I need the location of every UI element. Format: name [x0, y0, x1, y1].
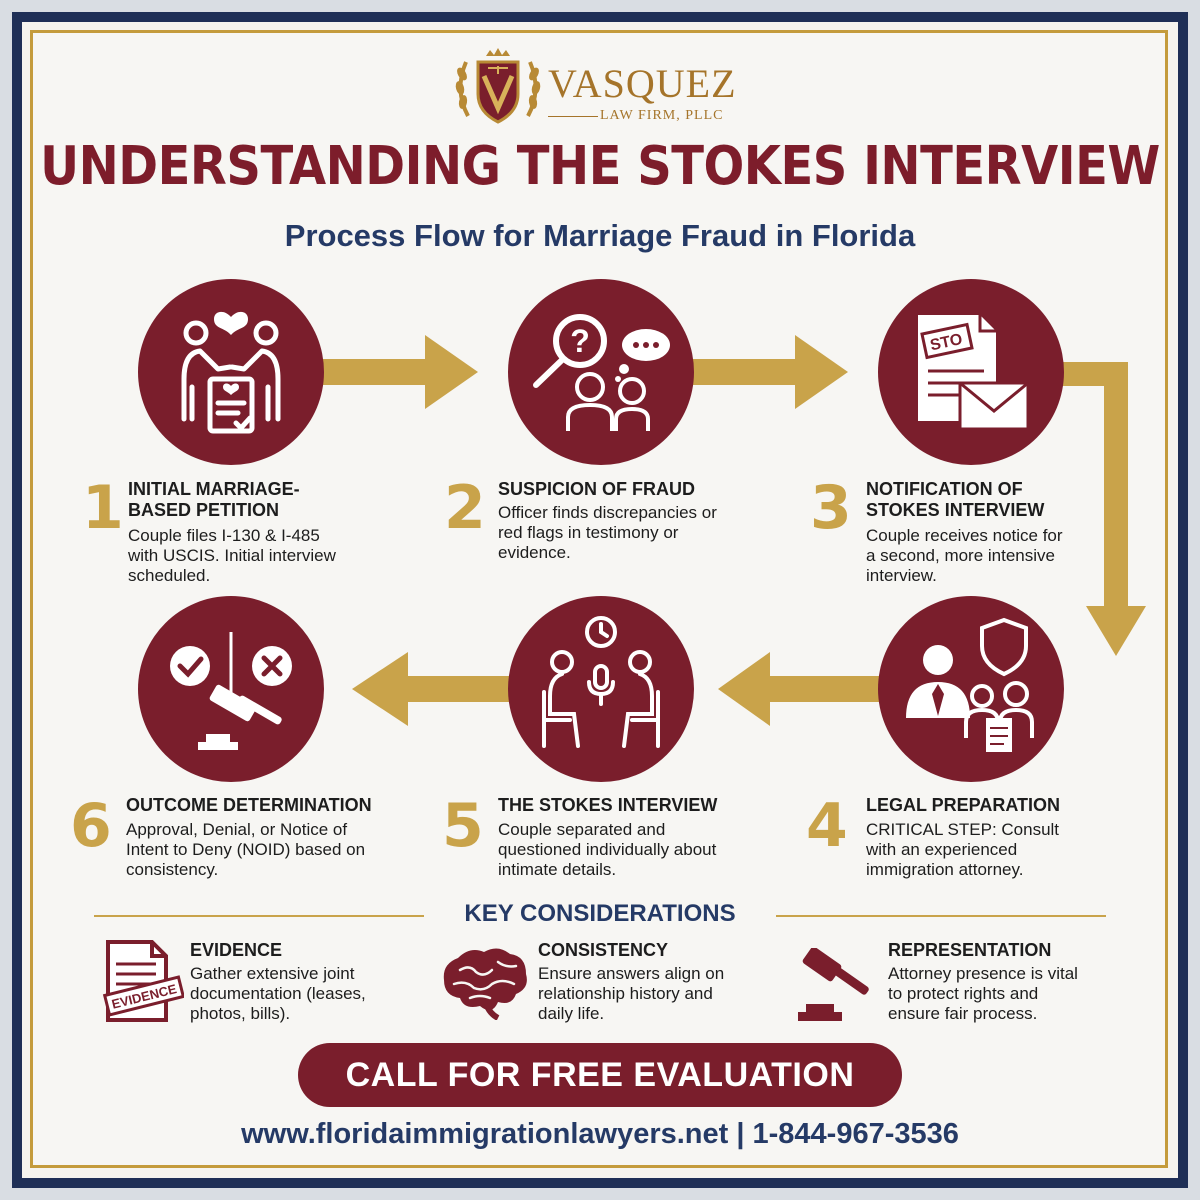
- kc-divider-left: [94, 915, 424, 917]
- kc-evidence-desc-line-1: Gather extensive joint: [190, 964, 355, 983]
- step-1-desc-line-1: Couple files I-130 & I-485: [128, 526, 320, 545]
- step-5-title-line-1: THE STOKES INTERVIEW: [498, 795, 718, 815]
- step-6-desc-line-2: Intent to Deny (NOID) based on: [126, 840, 366, 859]
- step-4-title-line-1: LEGAL PREPARATION: [866, 795, 1061, 815]
- step-6-desc-line-1: Approval, Denial, or Notice of: [126, 820, 348, 839]
- step-6-title-line-1: OUTCOME DETERMINATION: [126, 795, 372, 815]
- step-4-number: 4: [806, 791, 848, 861]
- kc-evidence-title: EVIDENCE: [190, 940, 283, 960]
- law-firm-crest-icon: [455, 48, 541, 124]
- kc-consistency-desc-line-2: relationship history and: [538, 984, 713, 1003]
- step-4-circle: [878, 596, 1064, 782]
- step-1-desc-line-3: scheduled.: [128, 566, 211, 585]
- step-1-title-line-2: BASED PETITION: [128, 500, 280, 520]
- step-5-desc-line-3: intimate details.: [498, 860, 617, 879]
- kc-consistency-title: CONSISTENCY: [538, 940, 669, 960]
- step-3-desc-line-2: a second, more intensive: [866, 546, 1055, 565]
- gavel-icon: [798, 948, 869, 1021]
- arrow-5-to-6: [352, 652, 518, 726]
- contact-info[interactable]: www.floridaimmigrationlawyers.net | 1-84…: [241, 1118, 959, 1150]
- notice-stamp-text: STO: [929, 331, 964, 354]
- kc-representation-desc-line-2: to protect rights and: [888, 984, 1039, 1003]
- evidence-document-icon: EVIDENCE: [102, 940, 184, 1022]
- step-5-number: 5: [442, 791, 484, 861]
- kc-divider-right: [776, 915, 1106, 917]
- step-1-desc-line-2: with USCIS. Initial interview: [128, 546, 336, 565]
- arrow-3-to-4: [1062, 362, 1146, 656]
- step-1-number: 1: [82, 473, 124, 543]
- check-cross-gavel-icon: [170, 632, 292, 750]
- step-5-circle: [508, 596, 694, 782]
- step-4-desc-line-2: with an experienced: [866, 840, 1018, 859]
- brain-icon: [443, 948, 527, 1020]
- step-4-desc-line-3: immigration attorney.: [866, 860, 1024, 879]
- interview-clock-microphone-icon: [542, 616, 660, 748]
- magnifier-question-icon: ?: [533, 314, 670, 431]
- attorney-shield-icon: [906, 617, 1034, 752]
- step-2-number: 2: [444, 473, 486, 543]
- call-for-evaluation-button[interactable]: CALL FOR FREE EVALUATION: [298, 1043, 902, 1107]
- page-title: UNDERSTANDING THE STOKES INTERVIEW: [40, 134, 1160, 198]
- arrow-4-to-5: [718, 652, 884, 726]
- step-3-number: 3: [810, 473, 852, 543]
- key-considerations-heading: KEY CONSIDERATIONS: [464, 900, 736, 927]
- step-6-desc-line-3: consistency.: [126, 860, 219, 879]
- brand-divider: [548, 116, 598, 117]
- couple-heart-document-icon: [181, 311, 281, 434]
- kc-representation-title: REPRESENTATION: [888, 940, 1052, 960]
- step-3-circle: STO: [878, 279, 1064, 465]
- step-4-desc-line-1: CRITICAL STEP: Consult: [866, 820, 1060, 839]
- step-2-desc-line-1: Officer finds discrepancies or: [498, 503, 717, 522]
- step-1-title-line-1: INITIAL MARRIAGE-: [128, 479, 300, 499]
- step-2-title-line-1: SUSPICION OF FRAUD: [498, 479, 696, 499]
- notice-envelope-icon: STO: [918, 315, 1030, 431]
- kc-evidence-desc-line-3: photos, bills).: [190, 1004, 291, 1023]
- step-6-circle: [138, 596, 324, 782]
- kc-evidence-desc-line-2: documentation (leases,: [190, 984, 366, 1003]
- step-2-circle: ?: [508, 279, 694, 465]
- arrow-1-to-2: [320, 335, 478, 409]
- arrow-2-to-3: [690, 335, 848, 409]
- brand-tagline: LAW FIRM, PLLC: [600, 108, 724, 123]
- step-1-circle: [138, 279, 324, 465]
- svg-text:?: ?: [570, 323, 590, 359]
- step-5-desc-line-1: Couple separated and: [498, 820, 666, 839]
- step-3-title-line-1: NOTIFICATION OF: [866, 479, 1023, 499]
- page-subtitle: Process Flow for Marriage Fraud in Flori…: [284, 218, 916, 253]
- step-3-desc-line-1: Couple receives notice for: [866, 526, 1063, 545]
- step-6-number: 6: [70, 791, 112, 861]
- brand-name: VASQUEZ: [548, 61, 737, 106]
- step-2-desc-line-2: red flags in testimony or: [498, 523, 679, 542]
- kc-representation-desc-line-3: ensure fair process.: [888, 1004, 1038, 1023]
- step-3-title-line-2: STOKES INTERVIEW: [866, 500, 1045, 520]
- kc-consistency-desc-line-1: Ensure answers align on: [538, 964, 725, 983]
- step-3-desc-line-3: interview.: [866, 566, 937, 585]
- kc-consistency-desc-line-3: daily life.: [538, 1004, 605, 1023]
- step-5-desc-line-2: questioned individually about: [498, 840, 717, 859]
- step-2-desc-line-3: evidence.: [498, 543, 571, 562]
- kc-representation-desc-line-1: Attorney presence is vital: [888, 964, 1078, 983]
